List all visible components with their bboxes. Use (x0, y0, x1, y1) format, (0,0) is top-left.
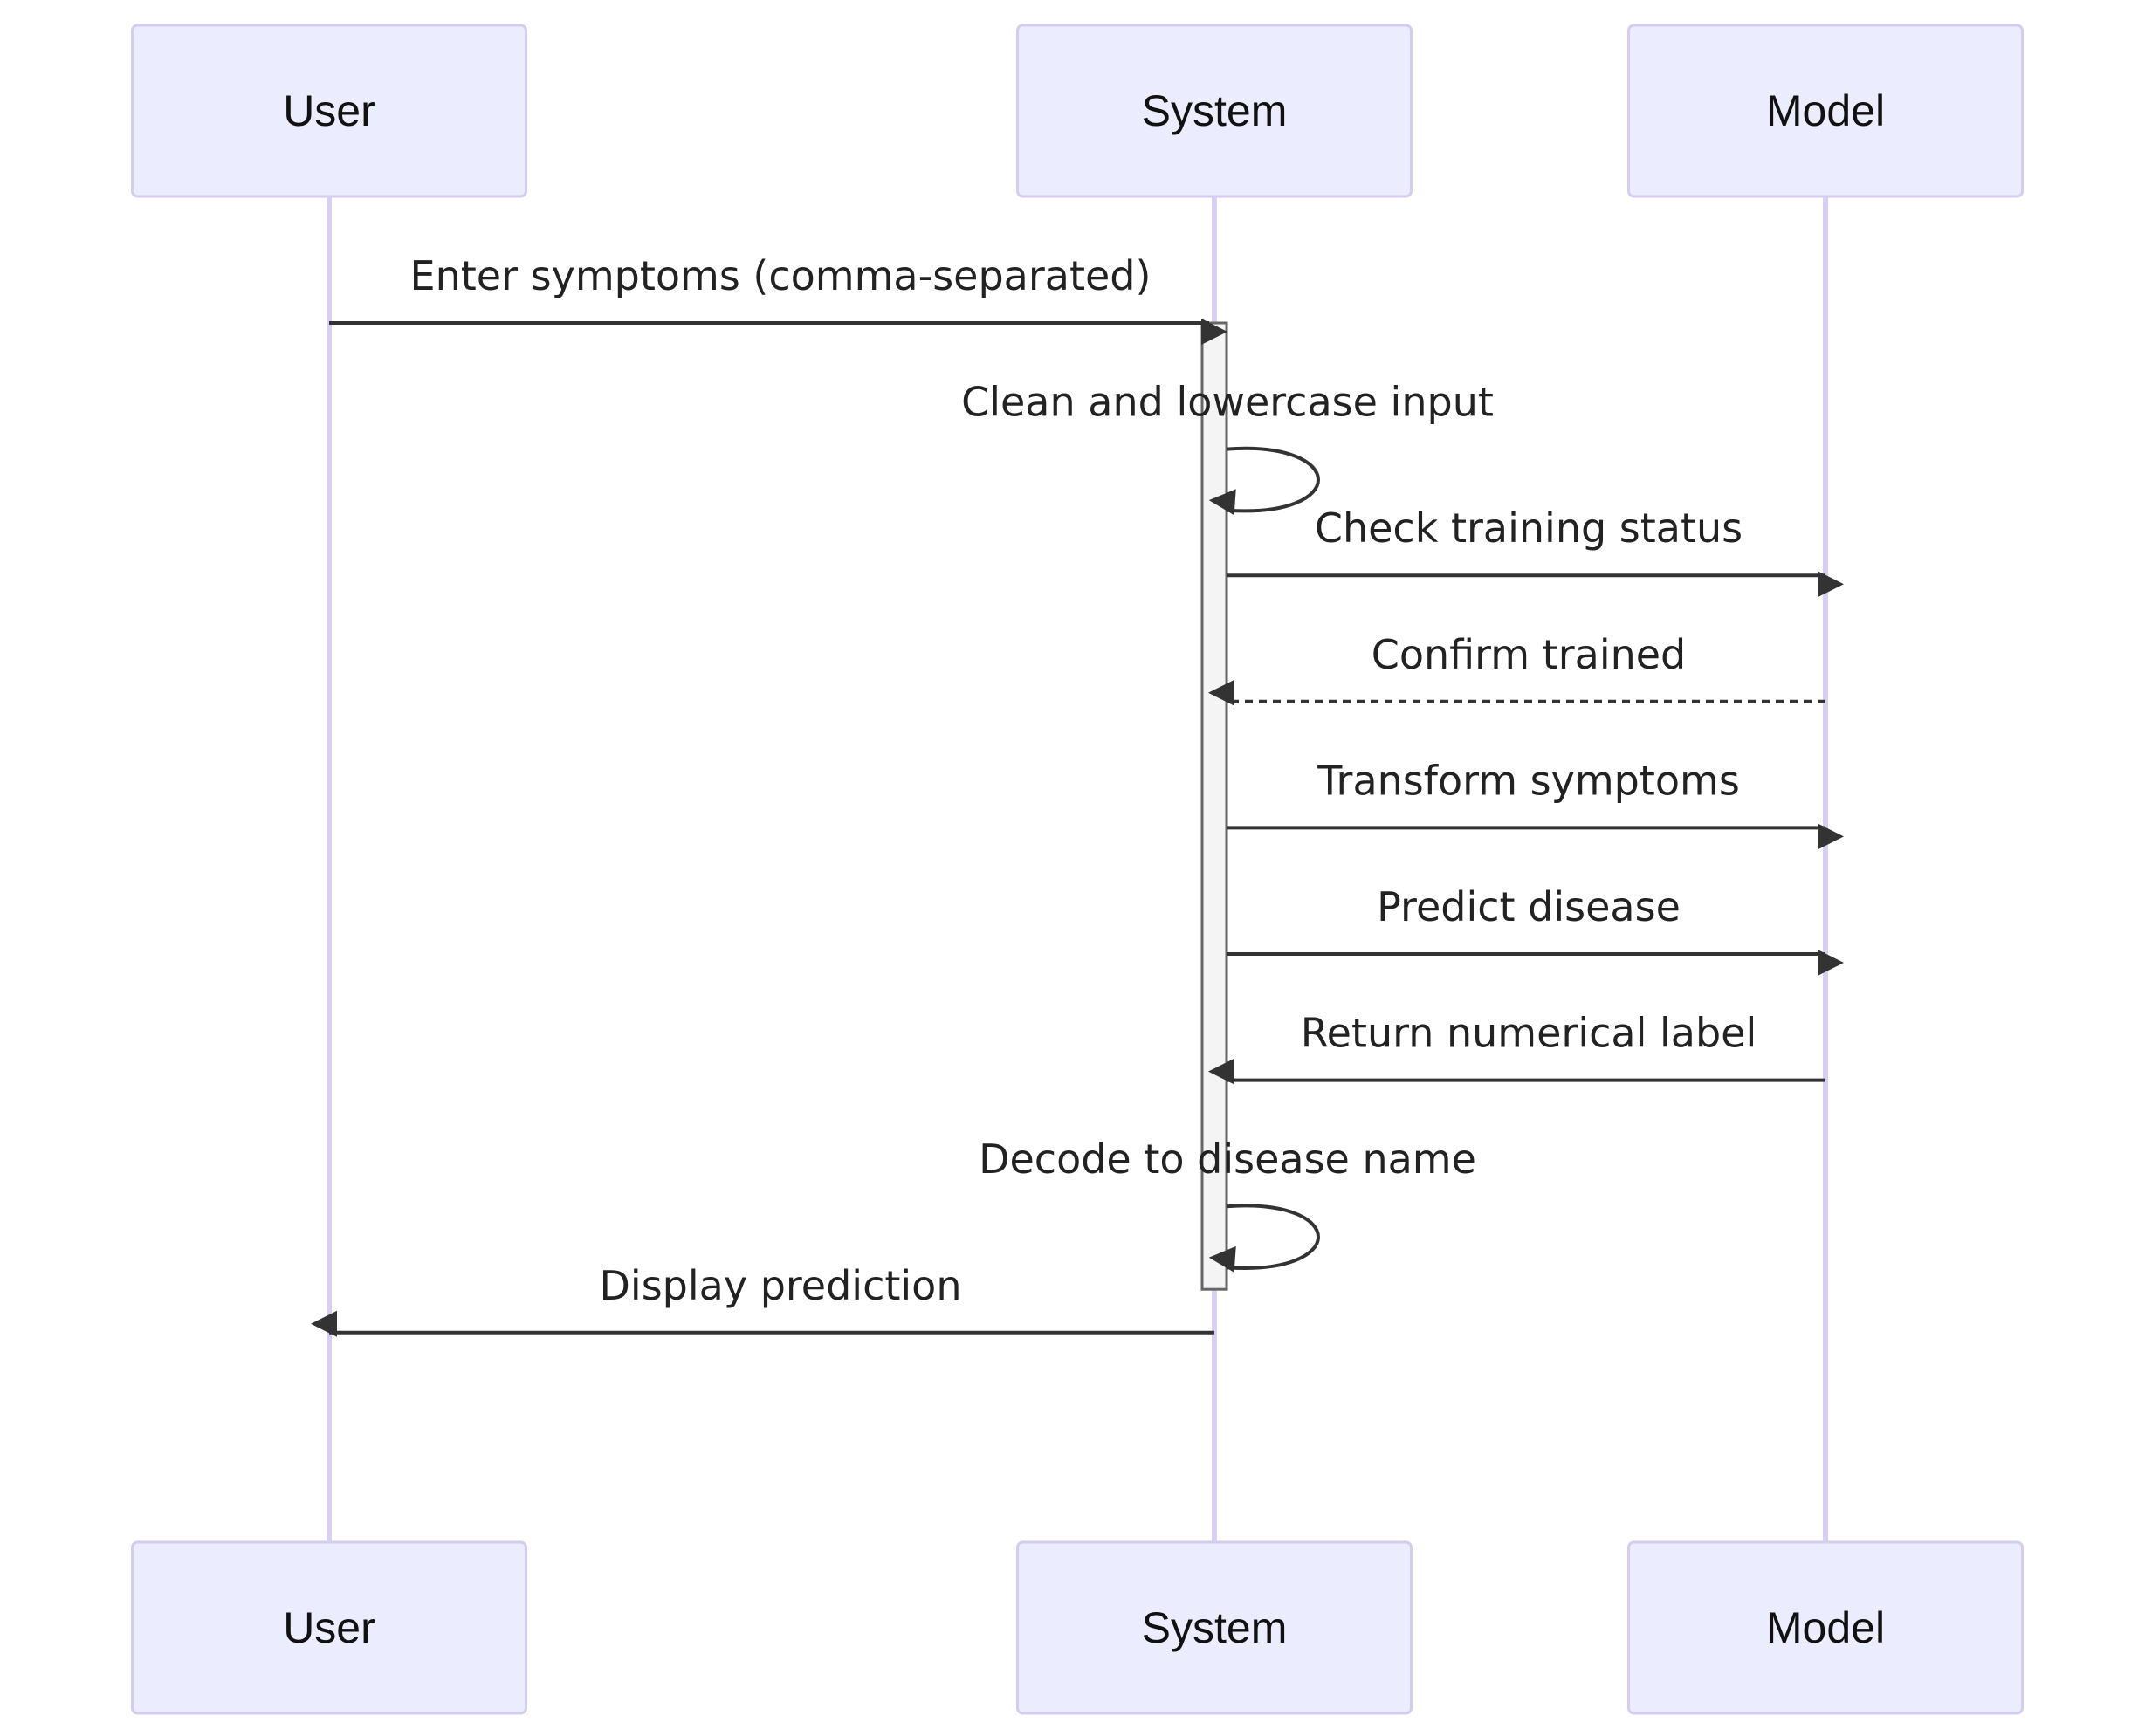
message-5: Transform symptoms (1227, 757, 1844, 850)
message-7: Return numerical label (1208, 1010, 1825, 1085)
actor-label: User (283, 86, 375, 135)
message-label: Decode to disease name (979, 1136, 1476, 1183)
message-8: Decode to disease name (979, 1136, 1476, 1273)
actor-user-top: User (131, 24, 527, 198)
self-message-arrow (1208, 446, 1320, 516)
actor-label: Model (1766, 86, 1885, 135)
actor-box (1627, 1540, 2024, 1715)
actor-user-bottom: User (131, 1540, 527, 1715)
activations (1200, 321, 1228, 1291)
activation-bar-system (1200, 321, 1228, 1291)
message-label: Display prediction (600, 1262, 962, 1309)
message-9: Display prediction (311, 1262, 1214, 1337)
messages: Enter symptoms (comma-separated) Clean an… (311, 252, 1844, 1337)
message-6: Predict disease (1227, 883, 1844, 976)
actor-box (1627, 24, 2024, 198)
actor-box (1016, 1540, 1413, 1715)
actor-model-bottom: Model (1627, 1540, 2024, 1715)
message-2: Clean and lowercase input (961, 379, 1494, 516)
actor-system-top: System (1016, 24, 1413, 198)
message-label: Return numerical label (1301, 1010, 1757, 1057)
message-3: Check training status (1227, 504, 1844, 598)
actor-system-bottom: System (1016, 1540, 1413, 1715)
self-message-arrow (1208, 1204, 1320, 1273)
message-label: Confirm trained (1372, 631, 1687, 678)
actor-label: User (283, 1603, 375, 1652)
message-label: Clean and lowercase input (961, 379, 1494, 426)
actor-box (1016, 24, 1413, 198)
message-label: Enter symptoms (comma-separated) (410, 252, 1152, 299)
message-4: Confirm trained (1208, 631, 1825, 706)
actor-label: Model (1766, 1603, 1885, 1652)
message-1: Enter symptoms (comma-separated) (329, 252, 1227, 345)
message-label: Check training status (1315, 504, 1743, 552)
actor-box (131, 1540, 527, 1715)
actor-label: System (1142, 1603, 1288, 1652)
message-label: Predict disease (1377, 883, 1681, 930)
message-label: Transform symptoms (1317, 757, 1740, 804)
actor-label: System (1142, 86, 1288, 135)
actor-box (131, 24, 527, 198)
actor-model-top: Model (1627, 24, 2024, 198)
